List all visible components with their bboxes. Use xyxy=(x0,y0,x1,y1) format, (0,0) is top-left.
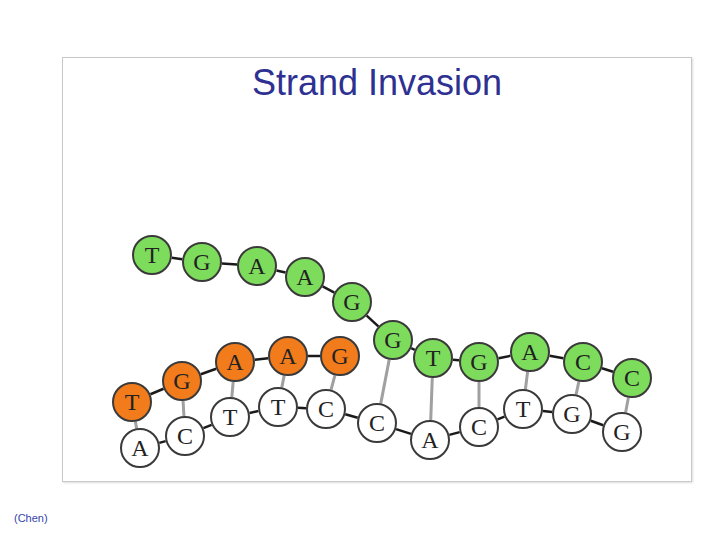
base-letter: A xyxy=(248,254,265,278)
base-letter: C xyxy=(624,366,640,390)
nucleotide-circle: A xyxy=(237,246,277,286)
nucleotide-circle: T xyxy=(413,338,453,378)
backbone-link xyxy=(255,358,268,360)
nucleotide-circle: A xyxy=(410,420,450,460)
nucleotide-circle: T xyxy=(258,387,298,427)
base-pair-bond xyxy=(182,401,186,416)
base-letter: T xyxy=(223,405,238,429)
backbone-link xyxy=(550,356,564,359)
base-letter: A xyxy=(421,428,438,452)
base-letter: C xyxy=(575,350,591,374)
base-letter: A xyxy=(296,265,313,289)
nucleotide-circle: C xyxy=(563,342,603,382)
base-pair-bond xyxy=(576,382,579,395)
backbone-link xyxy=(150,389,163,395)
nucleotide-circle: A xyxy=(215,342,255,382)
base-letter: G xyxy=(193,250,210,274)
base-pair-bond xyxy=(431,378,433,420)
nucleotide-circle: G xyxy=(373,320,413,360)
nucleotide-circle: A xyxy=(510,332,550,372)
nucleotide-circle: T xyxy=(210,397,250,437)
source-credit: (Chen) xyxy=(14,512,48,524)
nucleotide-circle: G xyxy=(182,242,222,282)
backbone-link xyxy=(159,441,165,443)
backbone-link xyxy=(396,429,411,434)
base-pair-bond xyxy=(282,376,284,388)
backbone-link xyxy=(201,369,216,375)
nucleotide-circle: T xyxy=(503,389,543,429)
base-letter: A xyxy=(226,350,243,374)
base-pair-bond xyxy=(232,382,233,397)
backbone-link xyxy=(250,411,259,413)
backbone-link xyxy=(345,414,357,417)
base-pair-bond xyxy=(626,398,629,413)
nucleotide-circle: C xyxy=(306,389,346,429)
nucleotide-circle: G xyxy=(459,342,499,382)
nucleotide-circle: T xyxy=(112,382,152,422)
base-letter: G xyxy=(343,290,360,314)
backbone-link xyxy=(498,417,505,420)
nucleotide-circle: T xyxy=(132,235,172,275)
backbone-link xyxy=(172,258,182,259)
nucleotide-circle: A xyxy=(285,257,325,297)
base-letter: T xyxy=(426,346,441,370)
base-pair-bond xyxy=(331,375,335,389)
nucleotide-circle: G xyxy=(162,361,202,401)
base-letter: A xyxy=(279,344,296,368)
base-letter: G xyxy=(384,328,401,352)
base-letter: C xyxy=(318,397,334,421)
backbone-link xyxy=(222,263,237,264)
base-pair-bond xyxy=(478,382,481,407)
nucleotide-circle: G xyxy=(332,282,372,322)
backbone-link xyxy=(543,410,552,413)
backbone-link xyxy=(367,316,379,327)
nucleotide-circle: A xyxy=(120,428,160,468)
nucleotide-circle: C xyxy=(612,358,652,398)
backbone-link xyxy=(298,407,306,410)
nucleotide-circle: G xyxy=(552,394,592,434)
base-letter: G xyxy=(173,369,190,393)
base-pair-bond xyxy=(525,372,527,389)
nucleotide-circle: C xyxy=(357,403,397,443)
backbone-link xyxy=(323,286,335,292)
base-letter: T xyxy=(516,397,531,421)
nucleotide-circle: C xyxy=(165,416,205,456)
nucleotide-circle: G xyxy=(602,412,642,452)
backbone-link xyxy=(499,356,511,358)
base-letter: C xyxy=(471,415,487,439)
backbone-link xyxy=(308,355,320,358)
nucleotide-circle: A xyxy=(268,336,308,376)
base-letter: C xyxy=(177,424,193,448)
base-letter: T xyxy=(125,390,140,414)
slide-title: Strand Invasion xyxy=(62,62,692,104)
backbone-link xyxy=(276,270,285,272)
base-letter: G xyxy=(331,344,348,368)
backbone-link xyxy=(449,432,459,435)
base-letter: C xyxy=(369,411,385,435)
nucleotide-circle: G xyxy=(320,336,360,376)
backbone-link xyxy=(591,421,603,425)
base-letter: G xyxy=(470,350,487,374)
base-pair-bond xyxy=(381,360,389,404)
base-letter: A xyxy=(521,340,538,364)
base-letter: T xyxy=(145,243,160,267)
base-letter: T xyxy=(271,395,286,419)
base-letter: G xyxy=(613,420,630,444)
nucleotide-circle: C xyxy=(459,407,499,447)
base-letter: A xyxy=(131,436,148,460)
backbone-link xyxy=(602,368,613,372)
base-letter: G xyxy=(563,402,580,426)
backbone-link xyxy=(203,425,211,428)
